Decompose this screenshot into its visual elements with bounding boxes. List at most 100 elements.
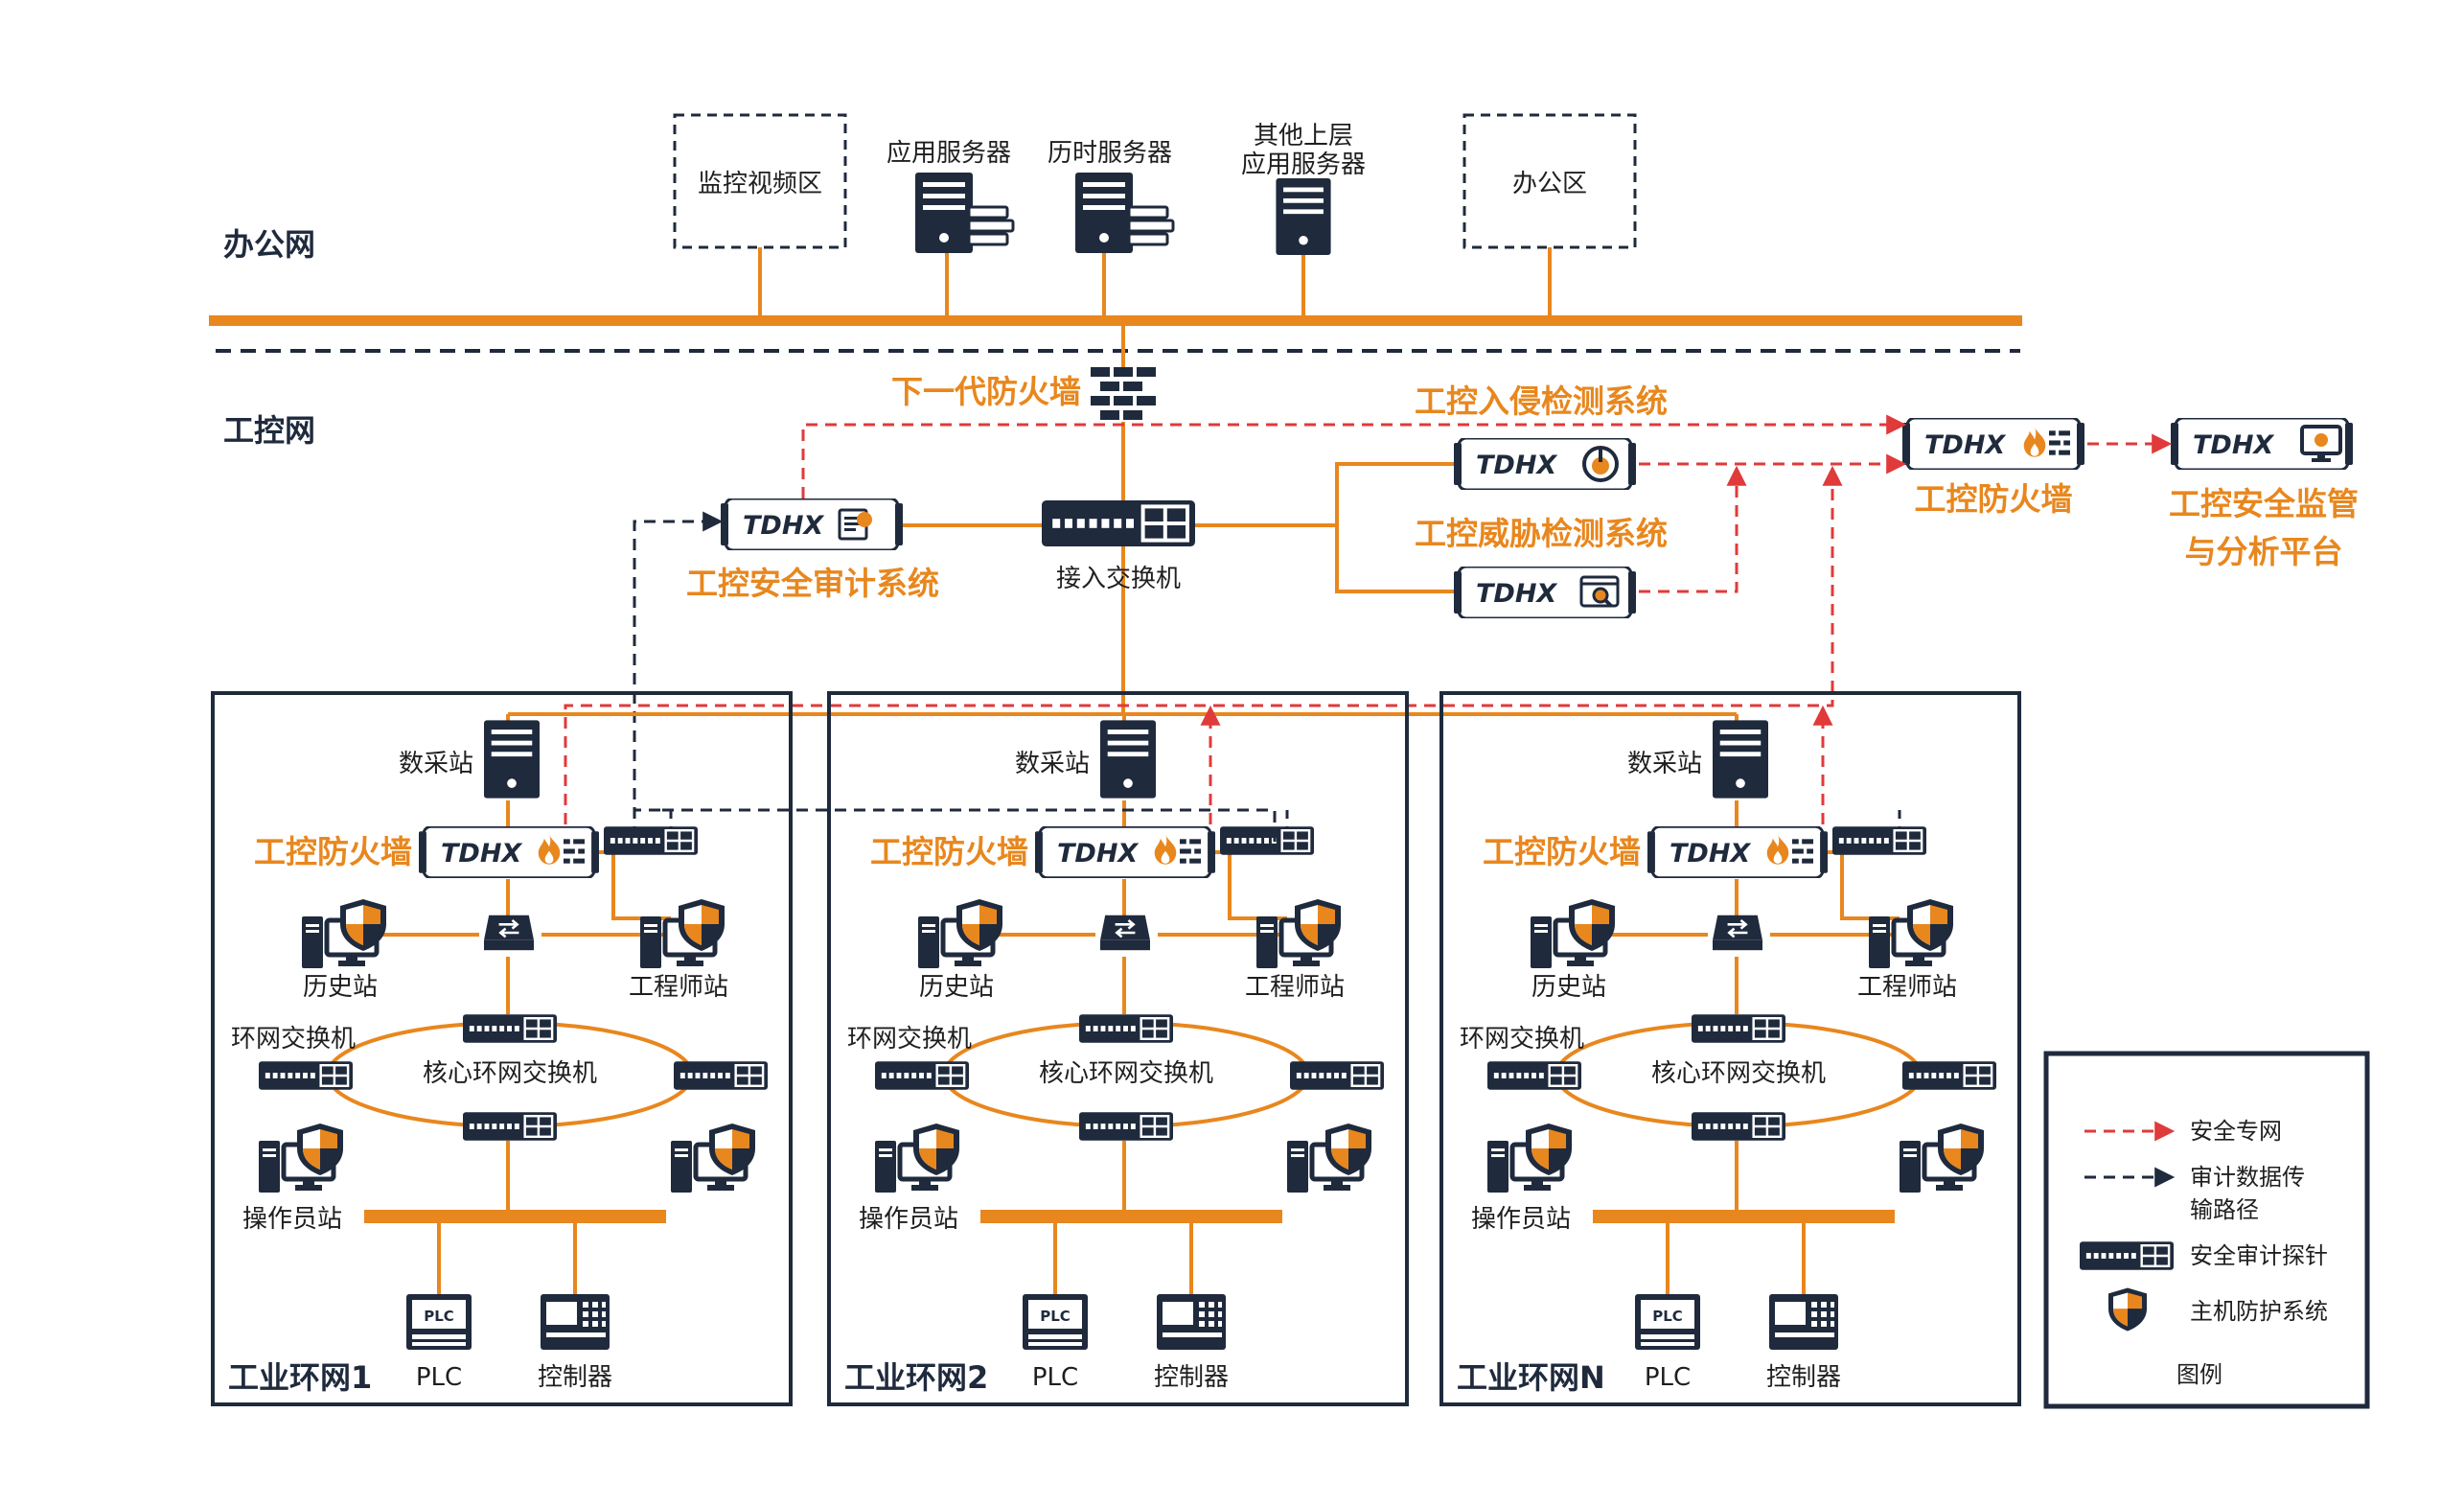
ring-switch-label: 环网交换机 bbox=[847, 1025, 972, 1054]
engineer-station-label: 工程师站 bbox=[1857, 973, 1957, 1002]
operator-station-left-icon bbox=[875, 1124, 959, 1193]
audit-probe-icon bbox=[1832, 826, 1926, 855]
ring-firewall-label: 工控防火墙 bbox=[1483, 833, 1641, 870]
core-switch-bottom-icon bbox=[1692, 1112, 1785, 1141]
office-area-box bbox=[1462, 113, 1637, 249]
edge-router-icon bbox=[1100, 915, 1150, 951]
operator-station-left-icon bbox=[1487, 1124, 1572, 1193]
ring-panel: 数采站TDHX工控防火墙历史站工程师站环网交换机核心环网交换机操作员站PLCPL… bbox=[658, 691, 1409, 1406]
tds-label: 工控威胁检测系统 bbox=[1415, 515, 1668, 552]
ring-firewall-grid-icon bbox=[1180, 839, 1201, 864]
operator-station-left-icon bbox=[259, 1124, 343, 1193]
core-switch-bottom-icon bbox=[1079, 1112, 1173, 1141]
monitor-area-label: 监控视频区 bbox=[698, 170, 822, 198]
controller-icon bbox=[1157, 1294, 1226, 1350]
ring-firewall-brand: TDHX bbox=[1057, 839, 1139, 869]
legend-security-net-label: 安全专网 bbox=[2190, 1118, 2282, 1145]
ring-switch-left-icon bbox=[875, 1061, 969, 1090]
history-station-icon bbox=[302, 899, 386, 968]
controller-label: 控制器 bbox=[1766, 1363, 1841, 1392]
ring-switch-left-icon bbox=[259, 1061, 353, 1090]
plc-label: PLC bbox=[416, 1363, 462, 1392]
history-server-icon bbox=[1075, 173, 1175, 253]
office-area-label: 办公区 bbox=[1512, 170, 1587, 198]
data-station-icon bbox=[1100, 720, 1156, 799]
history-server-label: 历时服务器 bbox=[1048, 139, 1172, 168]
plc-icon-text: PLC bbox=[1040, 1308, 1071, 1325]
audit-probe-icon bbox=[1220, 826, 1314, 855]
operator-station-label: 操作员站 bbox=[859, 1205, 958, 1234]
legend-host-protect-label: 主机防护系统 bbox=[2190, 1298, 2328, 1325]
legend-probe-icon bbox=[2080, 1241, 2174, 1270]
platform-label-line2: 与分析平台 bbox=[2185, 533, 2343, 570]
app-server-icon bbox=[915, 173, 1015, 253]
audit-probe-icon bbox=[604, 826, 698, 855]
ics-network-label: 工控网 bbox=[223, 412, 315, 449]
legend-probe-label: 安全审计探针 bbox=[2190, 1242, 2328, 1269]
tds-brand: TDHX bbox=[1476, 579, 1557, 609]
ring-firewall-grid-icon bbox=[564, 839, 585, 864]
controller-label: 控制器 bbox=[1154, 1363, 1229, 1392]
history-station-icon bbox=[1531, 899, 1615, 968]
ring-switch-left-icon bbox=[1487, 1061, 1581, 1090]
engineer-station-label: 工程师站 bbox=[629, 973, 728, 1002]
ring-switch-right-icon bbox=[1902, 1061, 1996, 1090]
engineer-station-icon bbox=[1869, 899, 1953, 968]
data-station-label: 数采站 bbox=[1015, 750, 1090, 778]
core-switch-top-icon bbox=[1692, 1014, 1785, 1043]
platform-label-line1: 工控安全监管 bbox=[2169, 485, 2359, 522]
main-firewall-grid-icon bbox=[2049, 430, 2070, 455]
main-firewall-label: 工控防火墙 bbox=[1915, 480, 2073, 518]
ring-panel: 数采站TDHX工控防火墙历史站工程师站环网交换机核心环网交换机操作员站PLCPL… bbox=[211, 691, 793, 1406]
ring-switch-label: 环网交换机 bbox=[231, 1025, 356, 1054]
audit-system-label: 工控安全审计系统 bbox=[686, 565, 939, 602]
app-server-label: 应用服务器 bbox=[887, 139, 1011, 168]
controller-icon bbox=[1769, 1294, 1838, 1350]
audit-brand: TDHX bbox=[743, 511, 824, 541]
ics-network-zone: 工控网 下一代防火墙 接入交换机 TDHX 工控安全审计系统 TDHX 工控入侵… bbox=[223, 326, 2359, 844]
operator-station-right-icon bbox=[1287, 1124, 1371, 1193]
platform-brand: TDHX bbox=[2193, 430, 2274, 460]
ring-firewall-grid-icon bbox=[1792, 839, 1813, 864]
ids-label: 工控入侵检测系统 bbox=[1415, 382, 1668, 420]
plc-label: PLC bbox=[1032, 1363, 1078, 1392]
ring-name-label: 工业环网N bbox=[1457, 1359, 1605, 1396]
plc-icon-text: PLC bbox=[1652, 1308, 1683, 1325]
engineer-station-icon bbox=[640, 899, 725, 968]
other-server-label-line1: 其他上层 bbox=[1254, 122, 1353, 151]
core-switch-top-icon bbox=[1079, 1014, 1173, 1043]
tds-magnifier-icon bbox=[1579, 575, 1620, 608]
history-station-label: 历史站 bbox=[303, 973, 378, 1002]
operator-station-right-icon bbox=[671, 1124, 755, 1193]
history-station-label: 历史站 bbox=[919, 973, 994, 1002]
data-station-label: 数采站 bbox=[1627, 750, 1702, 778]
main-firewall-brand: TDHX bbox=[1924, 430, 2006, 460]
industrial-rings: 数采站TDHX工控防火墙历史站工程师站环网交换机核心环网交换机操作员站PLCPL… bbox=[211, 691, 2021, 1406]
ngfw-label: 下一代防火墙 bbox=[891, 373, 1081, 410]
engineer-station-icon bbox=[1256, 899, 1341, 968]
access-switch-label: 接入交换机 bbox=[1056, 565, 1181, 593]
office-network-label: 办公网 bbox=[223, 226, 315, 263]
legend-audit-label-line1: 审计数据传 bbox=[2190, 1164, 2305, 1191]
core-switch-top-icon bbox=[463, 1014, 557, 1043]
ring-name-label: 工业环网2 bbox=[844, 1359, 988, 1396]
legend-box bbox=[2043, 1051, 2370, 1409]
ring-firewall-brand: TDHX bbox=[1670, 839, 1751, 869]
audit-doc-icon bbox=[838, 508, 874, 541]
other-server-icon bbox=[1276, 178, 1331, 255]
ring-switch-label: 环网交换机 bbox=[1460, 1025, 1584, 1054]
ring-panel: 数采站TDHX工控防火墙历史站工程师站环网交换机核心环网交换机操作员站PLCPL… bbox=[658, 691, 2021, 1406]
edge-router-icon bbox=[484, 915, 534, 951]
edge-router-icon bbox=[1713, 915, 1762, 951]
access-switch-icon bbox=[1042, 500, 1195, 546]
data-station-label: 数采站 bbox=[399, 750, 473, 778]
office-network-bus bbox=[209, 315, 2022, 326]
ring-switch-right-icon bbox=[1290, 1061, 1384, 1090]
history-station-label: 历史站 bbox=[1531, 973, 1606, 1002]
ids-brand: TDHX bbox=[1476, 451, 1557, 480]
ring-frame bbox=[827, 691, 1409, 1406]
legend-audit-label-line2: 输路径 bbox=[2190, 1196, 2259, 1223]
operator-station-label: 操作员站 bbox=[242, 1205, 342, 1234]
legend-title: 图例 bbox=[2176, 1361, 2222, 1388]
